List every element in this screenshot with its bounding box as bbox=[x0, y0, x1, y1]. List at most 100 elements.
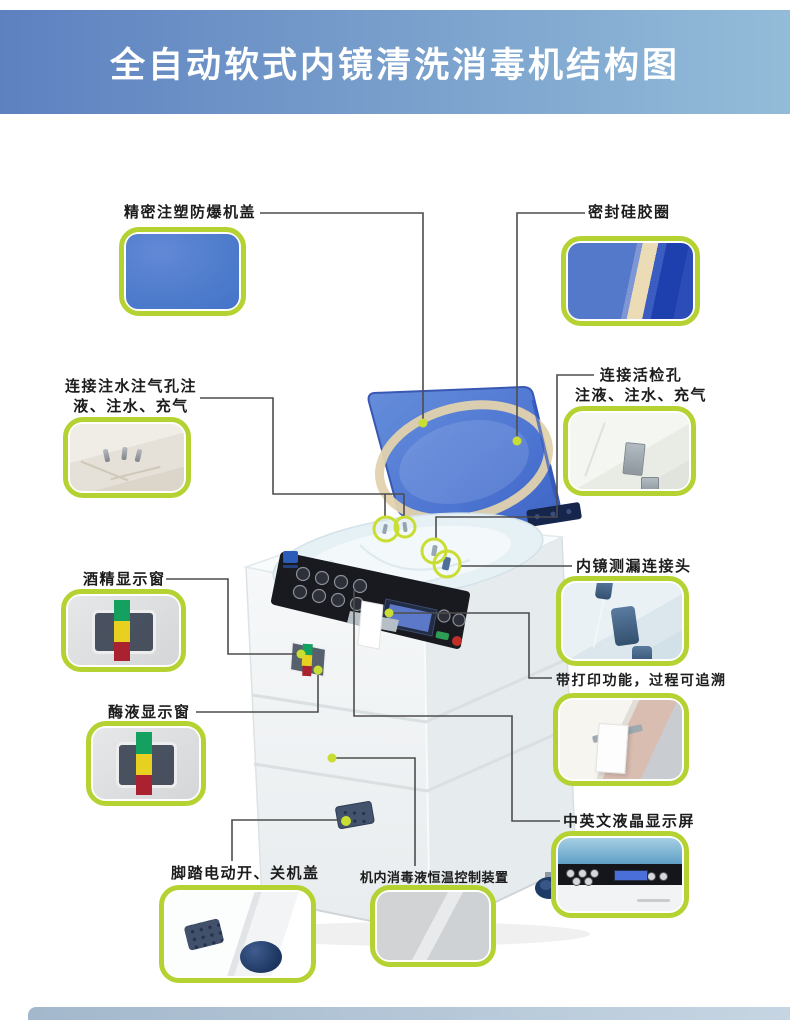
photo-printer bbox=[553, 693, 689, 786]
label-machine-cover: 精密注塑防爆机盖 bbox=[120, 203, 260, 223]
panel-button bbox=[659, 871, 668, 881]
photo-leak-connector bbox=[556, 576, 689, 666]
printer-paper bbox=[357, 600, 384, 650]
label-alcohol-window: 酒精显示窗 bbox=[83, 570, 166, 590]
photo-seal-ring-image bbox=[568, 243, 693, 319]
callout-line-water-air-ports bbox=[200, 397, 405, 517]
callout-line-printer bbox=[391, 612, 552, 679]
tube bbox=[584, 421, 606, 477]
label-printer: 带打印功能，过程可追溯 bbox=[556, 670, 727, 690]
photo-foot-pedal bbox=[159, 885, 316, 983]
leak-connector bbox=[610, 605, 640, 647]
start-button bbox=[435, 631, 450, 640]
label-leak-connector: 内镜测漏连接头 bbox=[576, 557, 692, 577]
callout-lines bbox=[166, 212, 594, 866]
photo-alcohol-window bbox=[61, 589, 186, 672]
callout-line-biopsy-port bbox=[435, 374, 594, 538]
label-lcd-display: 中英文液晶显示屏 bbox=[563, 812, 695, 832]
footer-bar bbox=[28, 1007, 790, 1020]
photo-foot-pedal-image bbox=[166, 892, 309, 976]
label-text: 连接活检孔 bbox=[599, 367, 683, 384]
indicator-red bbox=[113, 641, 131, 661]
indicator-red bbox=[136, 774, 153, 795]
indicator-green bbox=[113, 600, 131, 621]
photo-water-air-ports bbox=[63, 417, 191, 498]
panel-button bbox=[647, 871, 656, 881]
label-text: 带打印功能，过程可追溯 bbox=[556, 672, 727, 688]
printer-paper bbox=[594, 722, 629, 775]
machine-top-edge bbox=[558, 838, 682, 867]
panel-button bbox=[578, 868, 587, 878]
label-text: 酶液显示窗 bbox=[108, 704, 191, 721]
indicator-yellow bbox=[136, 753, 153, 775]
photo-lcd-display-image bbox=[558, 838, 682, 911]
label-text: 酒精显示窗 bbox=[83, 571, 166, 588]
label-text: 精密注塑防爆机盖 bbox=[123, 204, 256, 221]
label-text: 机内消毒液恒温控制装置 bbox=[360, 870, 509, 885]
label-text: 脚踏电动开、关机盖 bbox=[171, 865, 320, 882]
basin-hose bbox=[359, 544, 471, 571]
panel-button bbox=[566, 868, 575, 878]
photo-temp-control bbox=[370, 885, 496, 967]
photo-machine-cover bbox=[119, 227, 246, 316]
brand-logo bbox=[283, 551, 298, 568]
photo-lcd-display bbox=[551, 831, 689, 918]
callout-line-temp-control bbox=[335, 757, 416, 866]
nozzle-pin bbox=[102, 449, 111, 463]
steel-connector bbox=[641, 477, 660, 489]
label-temp-control: 机内消毒液恒温控制装置 bbox=[360, 868, 509, 888]
tube bbox=[80, 460, 129, 482]
label-water-air-ports: 连接注水注气孔注 液、注水、充气 bbox=[58, 377, 204, 417]
label-text: 密封硅胶圈 bbox=[588, 204, 671, 221]
photo-temp-control-image bbox=[377, 892, 489, 960]
photo-printer-image bbox=[560, 700, 682, 779]
leak-connector bbox=[594, 583, 614, 601]
label-text: 连接注水注气孔注 bbox=[64, 378, 197, 395]
callout-line-lcd bbox=[353, 590, 560, 822]
page-title: 全自动软式内镜清洗消毒机结构图 bbox=[109, 45, 680, 85]
steel-connector bbox=[621, 442, 646, 477]
indicator-yellow bbox=[113, 620, 131, 642]
lcd-screen bbox=[613, 870, 649, 881]
callout-line-enzyme-window bbox=[196, 675, 319, 713]
machine-lid bbox=[367, 385, 582, 552]
photo-enzyme-window bbox=[86, 721, 206, 806]
label-text: 中英文液晶显示屏 bbox=[563, 813, 696, 830]
lid-hinge bbox=[526, 502, 582, 527]
card-slot bbox=[637, 899, 670, 903]
panel-button bbox=[590, 868, 599, 878]
photo-machine-cover-image bbox=[126, 234, 239, 309]
callout-line-seal-ring bbox=[516, 212, 585, 436]
photo-leak-connector-image bbox=[563, 583, 682, 659]
tube bbox=[110, 466, 161, 481]
title-bar: 全自动软式内镜清洗消毒机结构图 bbox=[0, 10, 790, 114]
photo-alcohol-window-image bbox=[68, 596, 179, 665]
photo-biopsy-port-image bbox=[570, 413, 689, 489]
leak-connector bbox=[632, 646, 653, 659]
callout-line-alcohol-window bbox=[166, 578, 297, 655]
panel-button bbox=[572, 876, 581, 886]
photo-seal-ring bbox=[561, 236, 700, 326]
photo-water-air-ports-image bbox=[70, 424, 184, 491]
nozzle-pin bbox=[134, 449, 143, 463]
callout-line-machine-cover bbox=[260, 212, 424, 419]
indicator-green bbox=[136, 732, 153, 754]
label-text: 液、注水、充气 bbox=[73, 398, 189, 415]
photo-enzyme-window-image bbox=[93, 728, 199, 799]
callout-markers bbox=[296, 418, 522, 826]
label-text: 注液、注水、充气 bbox=[574, 387, 707, 404]
caster-wheel bbox=[240, 940, 283, 973]
nozzle-pin bbox=[121, 447, 129, 461]
label-foot-pedal: 脚踏电动开、关机盖 bbox=[171, 864, 320, 884]
label-seal-ring: 密封硅胶圈 bbox=[588, 203, 671, 223]
foot-pedal bbox=[183, 918, 225, 952]
stop-button bbox=[452, 636, 462, 646]
photo-biopsy-port bbox=[563, 406, 696, 496]
label-biopsy-port: 连接活检孔 注液、注水、充气 bbox=[570, 366, 712, 406]
basin-nozzles bbox=[382, 521, 451, 571]
printer-output bbox=[347, 600, 399, 650]
label-text: 内镜测漏连接头 bbox=[576, 558, 692, 575]
panel-button bbox=[584, 876, 593, 886]
